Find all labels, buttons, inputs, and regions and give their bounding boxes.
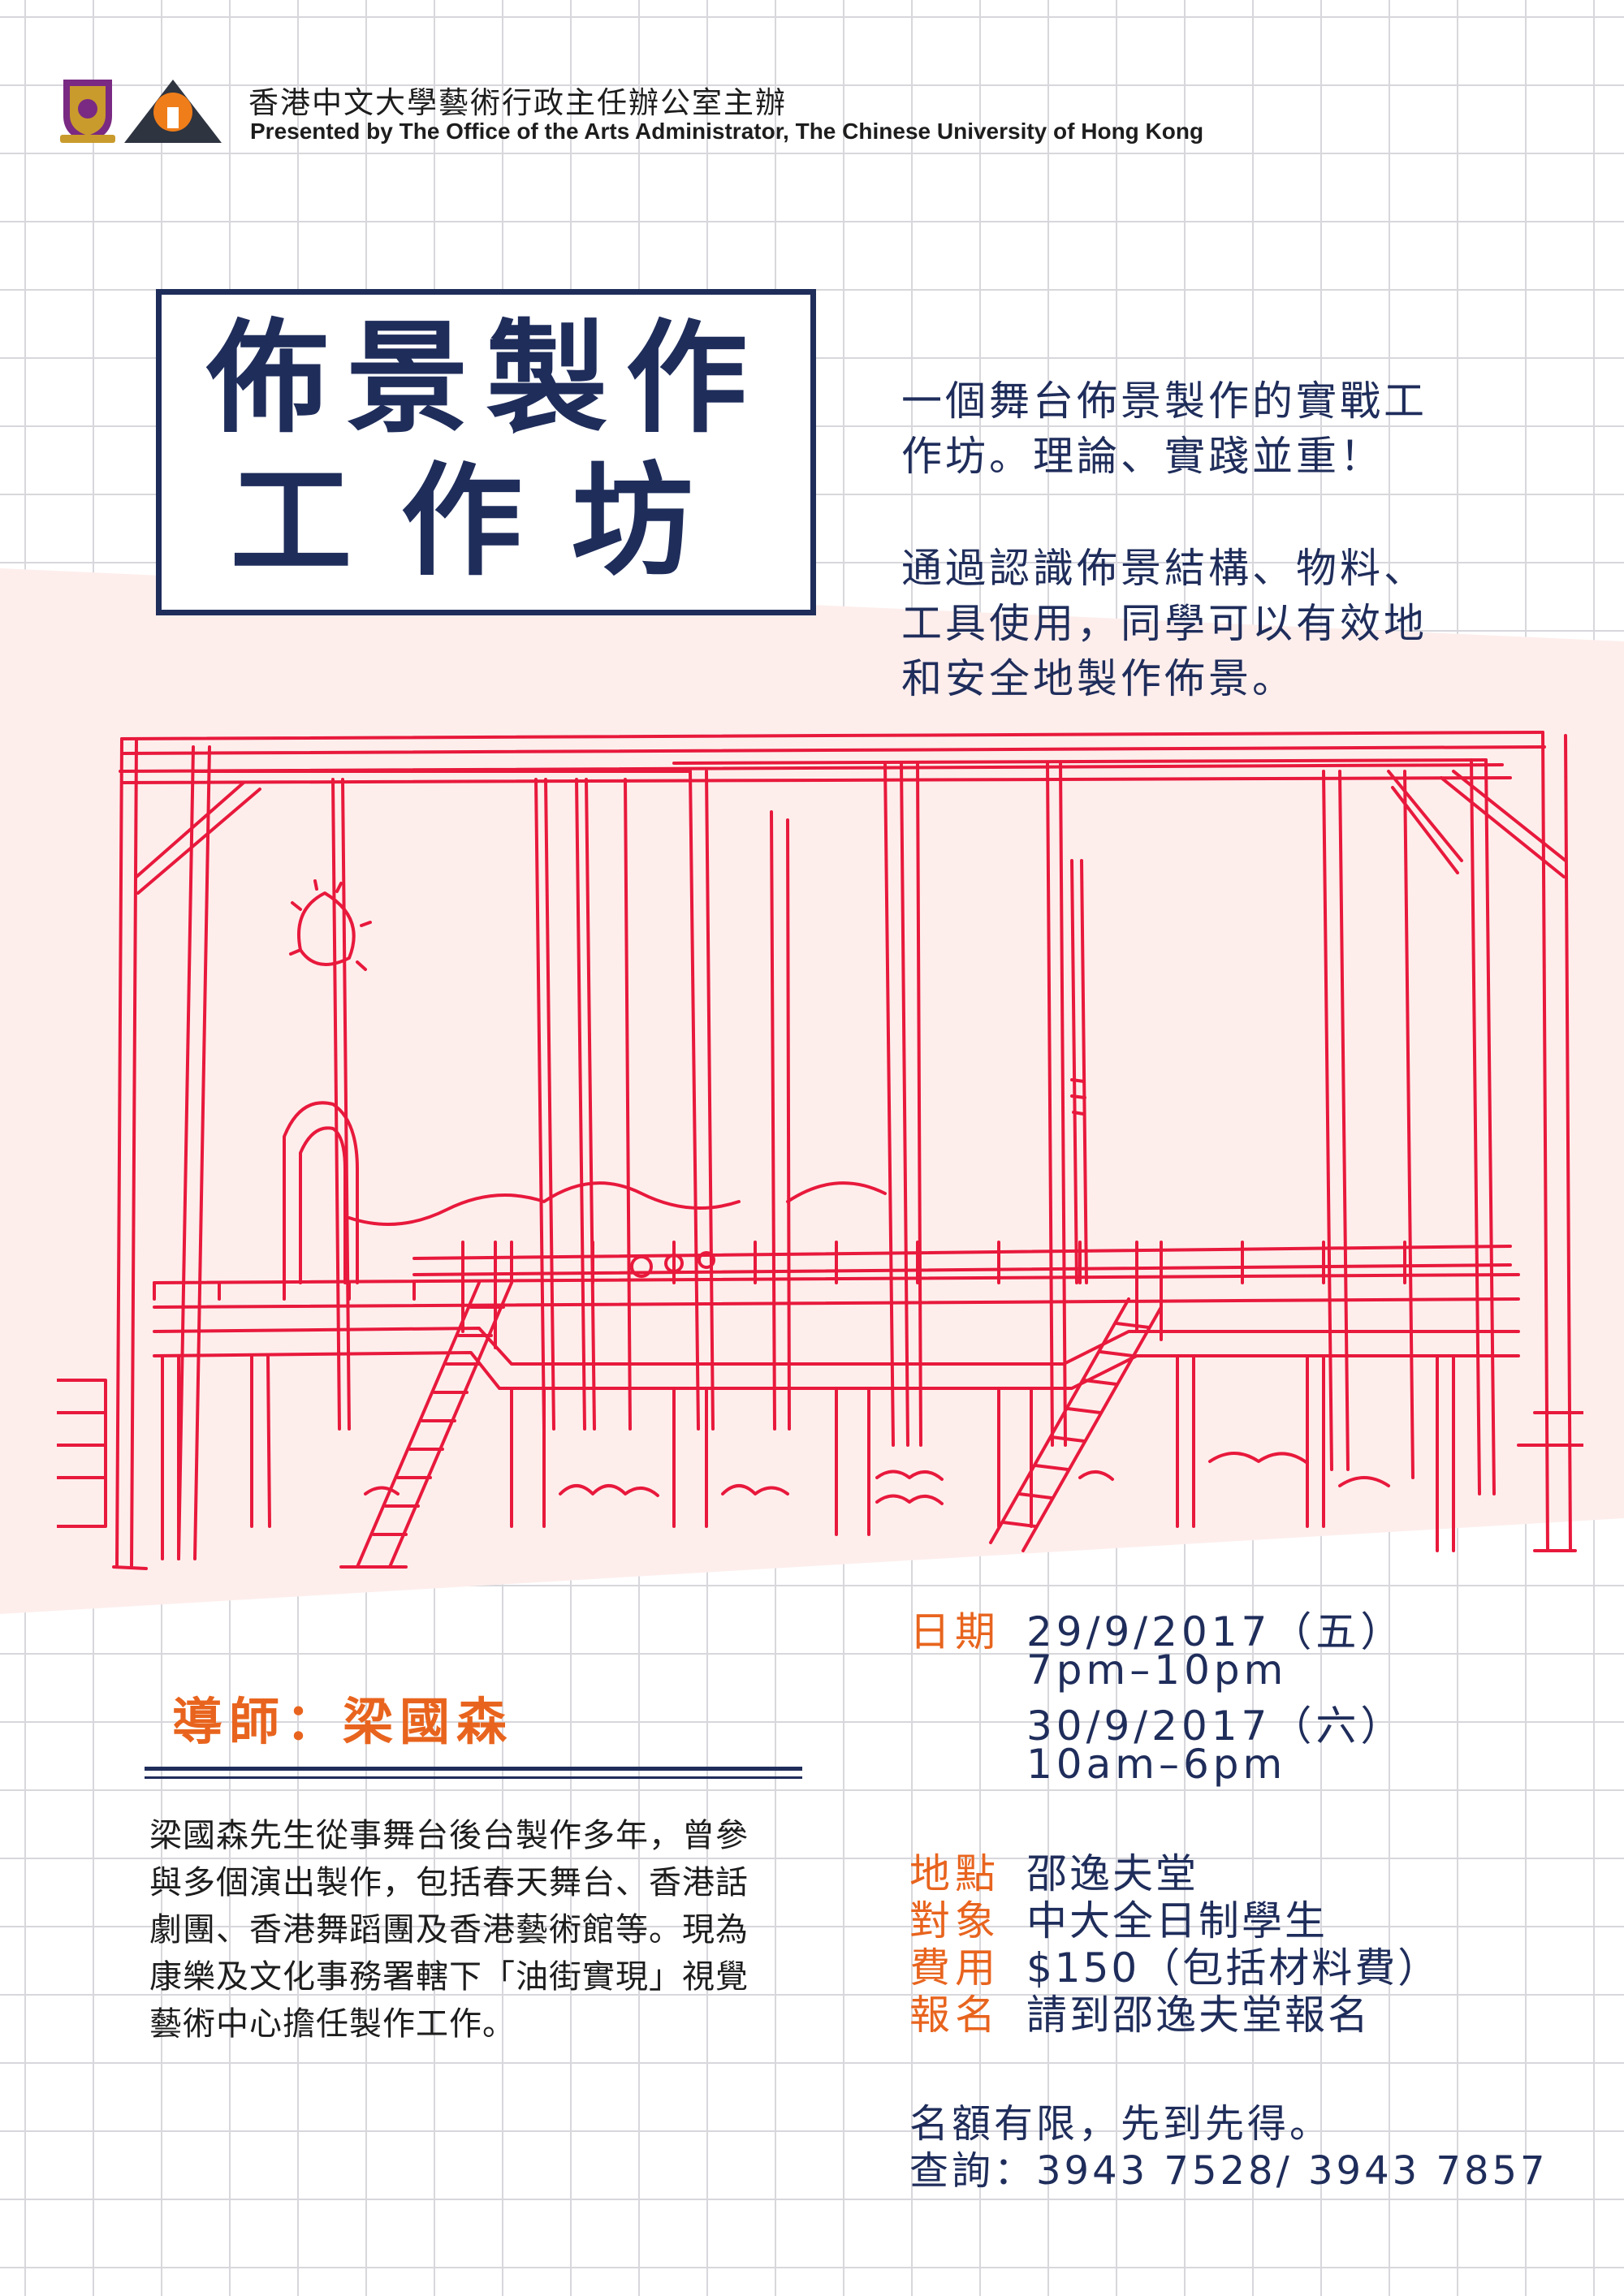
description-line: 通過認識佈景結構、物料、 [901, 545, 1427, 592]
venue-label: 地點 [909, 1850, 1000, 1897]
bio-line: 藝術中心擔任製作工作。 [149, 2005, 516, 2043]
date-label: 日期 [909, 1608, 1000, 1655]
presenter-chinese: 香港中文大學藝術行政主任辦公室主辦 [248, 85, 787, 120]
bio-line: 劇團、香港舞蹈團及香港藝術館等。現為 [149, 1911, 749, 1949]
fee-value: $150（包括材料費） [1026, 1944, 1441, 1992]
registration-value: 請到邵逸夫堂報名 [1026, 1992, 1371, 2039]
date-line: 29/9/2017（五） [1026, 1608, 1406, 1655]
date-line: 30/9/2017（六） [1026, 1703, 1406, 1750]
bio-line: 與多個演出製作，包括春天舞台、香港話 [149, 1864, 749, 1901]
organizer-logos [60, 80, 222, 143]
title-line-1: 佈景製作 [206, 309, 766, 450]
description-paragraph-1: 一個舞台佈景製作的實戰工 作坊。理論、實踐並重！ [901, 373, 1567, 484]
enquiry-phone: 查詢：3943 7528/ 3943 7857 [909, 2148, 1548, 2194]
instructor-heading: 導師：梁國森 [172, 1692, 514, 1751]
venue-value: 邵逸夫堂 [1026, 1850, 1199, 1897]
description-line: 作坊。理論、實踐並重！ [901, 433, 1384, 480]
registration-label: 報名 [909, 1992, 1000, 2039]
quota-note: 名額有限，先到先得。 [909, 2101, 1332, 2147]
cuhk-crest-icon [60, 80, 115, 143]
title-box: 佈景製作 工作坊 [156, 289, 816, 615]
presenter-english: Presented by The Office of the Arts Admi… [250, 119, 1204, 144]
description-line: 一個舞台佈景製作的實戰工 [901, 378, 1427, 425]
bio-line: 康樂及文化事務署轄下「油街實現」視覺 [149, 1958, 749, 1996]
audience-label: 對象 [909, 1897, 1000, 1944]
fee-label: 費用 [909, 1944, 1000, 1992]
description-line: 和安全地製作佈景。 [901, 655, 1296, 702]
instructor-bio: 梁國森先生從事舞台後台製作多年，曾參 與多個演出製作，包括春天舞台、香港話 劇團… [149, 1812, 823, 2048]
description-line: 工具使用，同學可以有效地 [901, 600, 1427, 647]
stage-set-sketch [57, 731, 1583, 1570]
divider-line [145, 1767, 802, 1771]
title-line-2: 工作坊 [230, 451, 742, 593]
time-line: 7pm–10pm [1026, 1646, 1288, 1694]
arts-administrator-logo-icon [124, 80, 222, 143]
bio-line: 梁國森先生從事舞台後台製作多年，曾參 [149, 1817, 749, 1854]
time-line: 10am–6pm [1026, 1741, 1287, 1788]
audience-value: 中大全日制學生 [1026, 1897, 1328, 1944]
divider-line [145, 1776, 802, 1779]
description-paragraph-2: 通過認識佈景結構、物料、 工具使用，同學可以有效地 和安全地製作佈景。 [901, 541, 1567, 706]
